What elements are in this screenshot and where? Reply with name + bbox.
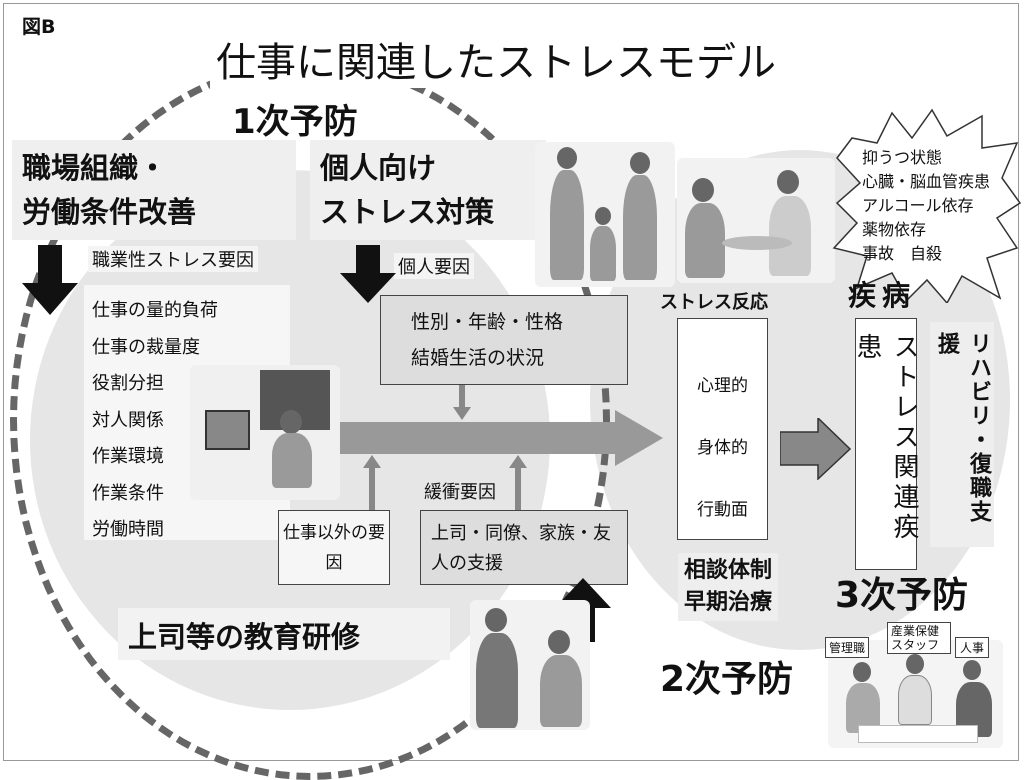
individual-factor-line2: 結婚生活の状況 — [411, 347, 545, 369]
org-improvement-box: 職場組織・ 労働条件改善 — [12, 140, 296, 240]
disease-list: 抑うつ状態 心臓・脳血管疾患 アルコール依存 薬物依存 事故 自殺 — [862, 146, 990, 266]
factor-item: 仕事の裁量度 — [92, 336, 200, 358]
response-item: 心理的 — [697, 376, 748, 396]
factor-item: 労働時間 — [92, 519, 164, 540]
response-item: 行動面 — [697, 500, 748, 520]
supervisor-training-label: 上司等の教育研修 — [118, 608, 450, 660]
family-illustration — [535, 142, 675, 287]
disease-item: 心臓・脳血管疾患 — [862, 172, 991, 191]
individual-factor-line1: 性別・年齢・性格 — [411, 311, 564, 333]
non-work-factors-box: 仕事以外の要因 — [278, 510, 390, 585]
disease-item: 事故 自殺 — [862, 244, 943, 263]
social-support-box: 上司・同僚、家族・友人の支援 — [420, 510, 628, 585]
buffer-factors-label: 緩衝要因 — [424, 482, 496, 503]
rehab-label: リハビリ・復職支援 — [930, 322, 994, 547]
rehab-text: リハビリ・復職支援 — [934, 332, 991, 524]
individual-measures-box: 個人向け ストレス対策 — [310, 140, 546, 240]
individual-factors-label: 個人要因 — [394, 253, 474, 279]
tertiary-prevention-label: 3次予防 — [835, 575, 969, 616]
individual-line1: 個人向け — [320, 151, 437, 185]
disease-item: 薬物依存 — [862, 220, 927, 239]
individual-to-flow-arrow — [453, 385, 471, 420]
team-meeting-illustration — [828, 640, 1003, 748]
counseling-illustration — [677, 158, 835, 283]
consultation-line1: 相談体制 — [684, 558, 773, 583]
non-work-factors-text: 仕事以外の要因 — [283, 522, 385, 573]
primary-prevention-label: 1次予防 — [232, 102, 358, 142]
supervisor-meeting-illustration — [470, 600, 590, 730]
team-label-manager: 管理職 — [825, 637, 870, 658]
diagram-frame — [3, 3, 1019, 761]
org-line2: 労働条件改善 — [22, 195, 197, 229]
factor-item: 作業環境 — [92, 446, 164, 467]
disease-item: アルコール依存 — [862, 196, 974, 215]
response-item: 身体的 — [697, 438, 748, 458]
stress-disease-text: ストレス関連疾患 — [852, 333, 919, 543]
individual-line2: ストレス対策 — [320, 195, 495, 229]
buffer-up-arrow-1 — [363, 455, 381, 510]
factor-item: 対人関係 — [92, 409, 164, 431]
team-label-health-staff: 産業保健スタッフ — [887, 622, 951, 654]
stress-response-box: 心理的 身体的 行動面 — [677, 318, 768, 540]
disease-burst-shape — [832, 108, 1022, 303]
social-support-text: 上司・同僚、家族・友人の支援 — [431, 523, 611, 574]
down-arrow-individual — [340, 245, 396, 303]
main-flow-arrow — [340, 410, 663, 466]
stress-response-label: ストレス反応 — [660, 292, 768, 313]
consultation-label: 相談体制 早期治療 — [678, 553, 779, 621]
factor-item: 作業条件 — [92, 482, 164, 504]
disease-label: 疾病 — [848, 279, 917, 312]
office-worker-illustration — [190, 365, 340, 500]
page-title: 仕事に関連したストレスモデル — [210, 30, 782, 88]
buffer-up-arrow-2 — [509, 455, 527, 510]
down-arrow-left — [22, 245, 78, 315]
org-line1: 職場組織・ — [22, 151, 168, 185]
secondary-prevention-label: 2次予防 — [660, 659, 794, 700]
response-to-disease-arrow — [780, 418, 852, 480]
disease-item: 抑うつ状態 — [862, 148, 943, 167]
stress-disease-box: ストレス関連疾患 — [852, 318, 919, 570]
occupational-factors-label: 職業性ストレス要因 — [88, 246, 258, 272]
consultation-line2: 早期治療 — [684, 590, 773, 615]
factor-item: 仕事の量的負荷 — [92, 300, 218, 321]
factor-item: 役割分担 — [92, 373, 164, 394]
individual-factors-box: 性別・年齢・性格 結婚生活の状況 — [380, 295, 628, 385]
team-label-hr: 人事 — [955, 637, 990, 658]
figure-label: 図B — [22, 16, 56, 38]
